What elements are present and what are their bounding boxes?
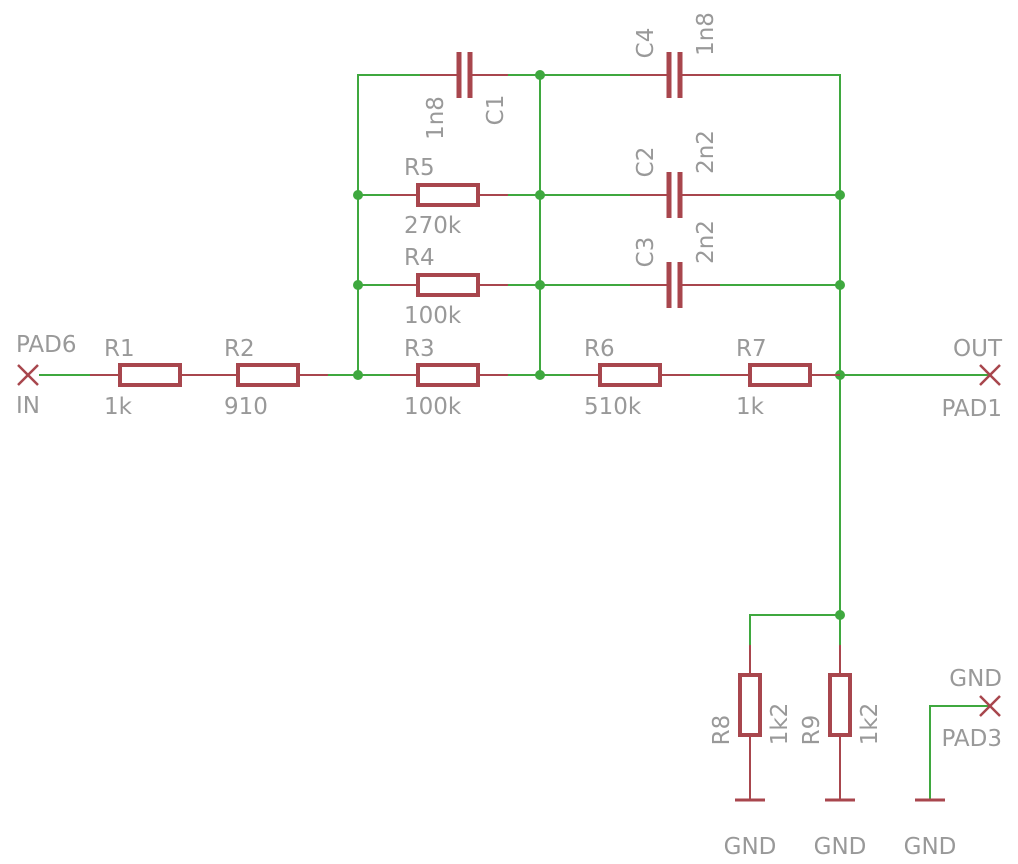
- gnd-label-r9: GND: [814, 834, 867, 860]
- r9-name-label: R9: [799, 715, 825, 746]
- r1-value-label: 1k: [104, 394, 133, 420]
- r5-name-label: R5: [404, 155, 435, 181]
- c1-name-label: C1: [483, 95, 509, 126]
- pad1-net-label: OUT: [953, 336, 1003, 362]
- c3-name-label: C3: [633, 237, 659, 268]
- c1-value-label: 1n8: [423, 96, 449, 140]
- c2-name-label: C2: [633, 147, 659, 178]
- junction-dot: [353, 280, 363, 290]
- r2-name-label: R2: [224, 336, 255, 362]
- junction-dot: [535, 370, 545, 380]
- junction-dot: [835, 190, 845, 200]
- pad6-name-label: PAD6: [16, 332, 76, 358]
- r5-value-label: 270k: [404, 213, 462, 239]
- capacitor-c4: [630, 52, 720, 98]
- resistor-r8: [738, 645, 762, 765]
- c4-value-label: 1n8: [693, 12, 719, 56]
- r3-name-label: R3: [404, 336, 435, 362]
- ground-symbol-r9: [825, 765, 855, 802]
- c2-value-label: 2n2: [693, 130, 719, 174]
- gnd-label-pad3: GND: [904, 834, 957, 860]
- junctions: [353, 70, 845, 620]
- resistor-r2: [210, 363, 328, 387]
- junction-dot: [835, 610, 845, 620]
- r8-name-label: R8: [709, 715, 735, 746]
- r6-name-label: R6: [584, 336, 615, 362]
- pad1-name-label: PAD1: [942, 396, 1002, 422]
- pad3-name-label: PAD3: [942, 726, 1002, 752]
- junction-dot: [353, 190, 363, 200]
- r7-value-label: 1k: [736, 394, 765, 420]
- pad6-marker: [17, 364, 39, 386]
- pad3-marker: [979, 695, 1001, 717]
- r3-value-label: 100k: [404, 394, 462, 420]
- resistor-r9: [828, 645, 852, 765]
- c4-name-label: C4: [633, 28, 659, 59]
- labels: PAD6 IN OUT PAD1 GND PAD3 R1 1k R2 910 R…: [16, 12, 1003, 860]
- junction-dot: [535, 70, 545, 80]
- ground-symbol-r8: [735, 765, 765, 802]
- junction-dot: [535, 280, 545, 290]
- r8-value-label: 1k2: [767, 703, 793, 746]
- junction-dot: [835, 280, 845, 290]
- pad6-net-label: IN: [16, 393, 40, 419]
- pad3-net-label: GND: [949, 666, 1002, 692]
- resistor-r1: [90, 363, 210, 387]
- capacitor-c2: [630, 172, 720, 218]
- c3-value-label: 2n2: [693, 220, 719, 264]
- r4-value-label: 100k: [404, 303, 462, 329]
- r9-value-label: 1k2: [857, 703, 883, 746]
- wires: [39, 74, 991, 801]
- r4-name-label: R4: [404, 245, 435, 271]
- junction-dot: [535, 190, 545, 200]
- resistor-r3: [390, 363, 508, 387]
- resistor-r7: [720, 363, 840, 387]
- pad1-marker: [979, 364, 1001, 386]
- junction-dot: [353, 370, 363, 380]
- r7-name-label: R7: [736, 336, 767, 362]
- r1-name-label: R1: [104, 336, 135, 362]
- resistor-r4: [390, 273, 508, 297]
- gnd-label-r8: GND: [724, 834, 777, 860]
- r2-value-label: 910: [224, 394, 268, 420]
- r6-value-label: 510k: [584, 394, 642, 420]
- capacitor-c1: [420, 52, 508, 98]
- resistor-r6: [570, 363, 690, 387]
- capacitor-c3: [630, 262, 720, 308]
- resistor-r5: [390, 183, 508, 207]
